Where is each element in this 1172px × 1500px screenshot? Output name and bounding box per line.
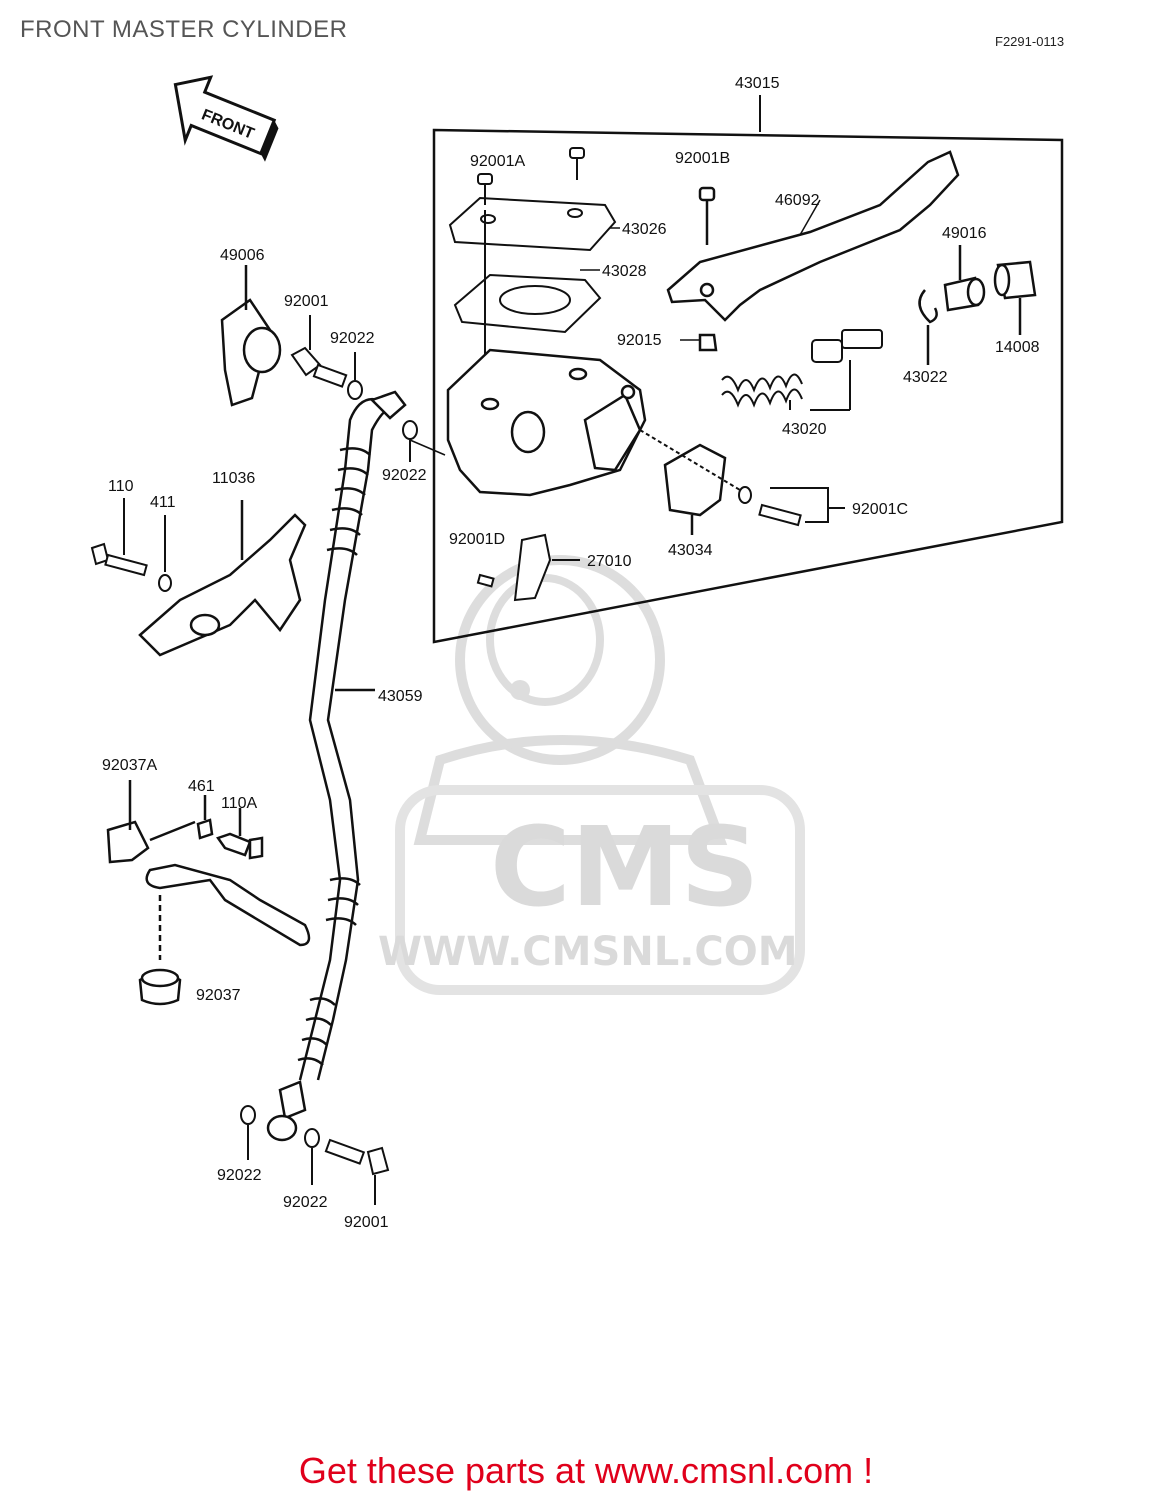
label-92001c: 92001C <box>852 501 908 518</box>
label-92022-c: 92022 <box>217 1167 262 1184</box>
reservoir-cap <box>448 196 617 252</box>
cms-watermark: CMS WWW.CMSNL.COM <box>378 555 805 995</box>
piston-assembly-43020 <box>721 329 883 411</box>
master-cylinder-body <box>446 348 647 497</box>
label-49016: 49016 <box>942 225 987 242</box>
boot-49006 <box>220 265 282 407</box>
label-110a: 110A <box>221 795 258 812</box>
label-43020: 43020 <box>782 421 827 438</box>
label-43059: 43059 <box>378 688 423 705</box>
brake-lever-46092 <box>666 150 960 352</box>
label-110: 110 <box>108 478 134 495</box>
bolt-92001c <box>639 429 845 527</box>
circlip-43022 <box>918 289 938 365</box>
label-27010: 27010 <box>587 553 632 570</box>
label-92022-b: 92022 <box>382 467 427 484</box>
assembly-box-43015 <box>432 95 1064 644</box>
page-title: FRONT MASTER CYLINDER <box>20 16 348 43</box>
label-411: 411 <box>150 494 176 511</box>
figure-code: F2291-0113 <box>995 34 1065 49</box>
label-46092: 46092 <box>775 192 820 209</box>
banjo-bolt-92001-bottom <box>240 1105 390 1205</box>
label-92037a: 92037A <box>102 757 157 774</box>
watermark-url: WWW.CMSNL.COM <box>378 929 798 975</box>
label-43028: 43028 <box>602 263 647 280</box>
cap-14008 <box>993 260 1037 335</box>
label-92001-bottom: 92001 <box>344 1214 389 1231</box>
bracket-92037a <box>106 780 311 960</box>
label-43026: 43026 <box>622 221 667 238</box>
label-461: 461 <box>188 778 215 795</box>
exploded-view-diagram: CMS WWW.CMSNL.COM FRONT <box>90 75 1064 1231</box>
label-14008: 14008 <box>995 339 1040 356</box>
brake-hose-43059 <box>266 390 407 1142</box>
label-92001d: 92001D <box>449 531 505 548</box>
watermark-logo: CMS <box>490 803 759 931</box>
label-92001b: 92001B <box>675 150 730 167</box>
label-43034: 43034 <box>668 542 713 559</box>
label-92001-top: 92001 <box>284 293 329 310</box>
bracket-11036 <box>138 500 307 657</box>
label-43015: 43015 <box>735 75 780 92</box>
label-92022-a: 92022 <box>330 330 375 347</box>
bolt-110 <box>90 498 172 592</box>
boot-49016 <box>943 245 986 312</box>
label-92001a: 92001A <box>470 153 525 170</box>
label-11036: 11036 <box>212 470 255 487</box>
label-92022-d: 92022 <box>283 1194 328 1211</box>
label-43022: 43022 <box>903 369 948 386</box>
switch-27010 <box>476 533 580 602</box>
leader-lines <box>409 199 821 456</box>
label-49006: 49006 <box>220 247 265 264</box>
label-92015: 92015 <box>617 332 662 349</box>
reservoir-gasket <box>453 273 602 334</box>
part-labels: 43015 92001A 92001B 46092 43026 43028 49… <box>102 75 1040 1231</box>
front-direction-arrow: FRONT <box>173 75 279 162</box>
label-92037: 92037 <box>196 987 241 1004</box>
grommet-92037 <box>138 968 182 1006</box>
banjo-bolt-92001-top <box>290 315 418 462</box>
clamp-43034 <box>663 443 727 535</box>
footer-link-text[interactable]: Get these parts at www.cmsnl.com ! <box>298 1450 874 1491</box>
